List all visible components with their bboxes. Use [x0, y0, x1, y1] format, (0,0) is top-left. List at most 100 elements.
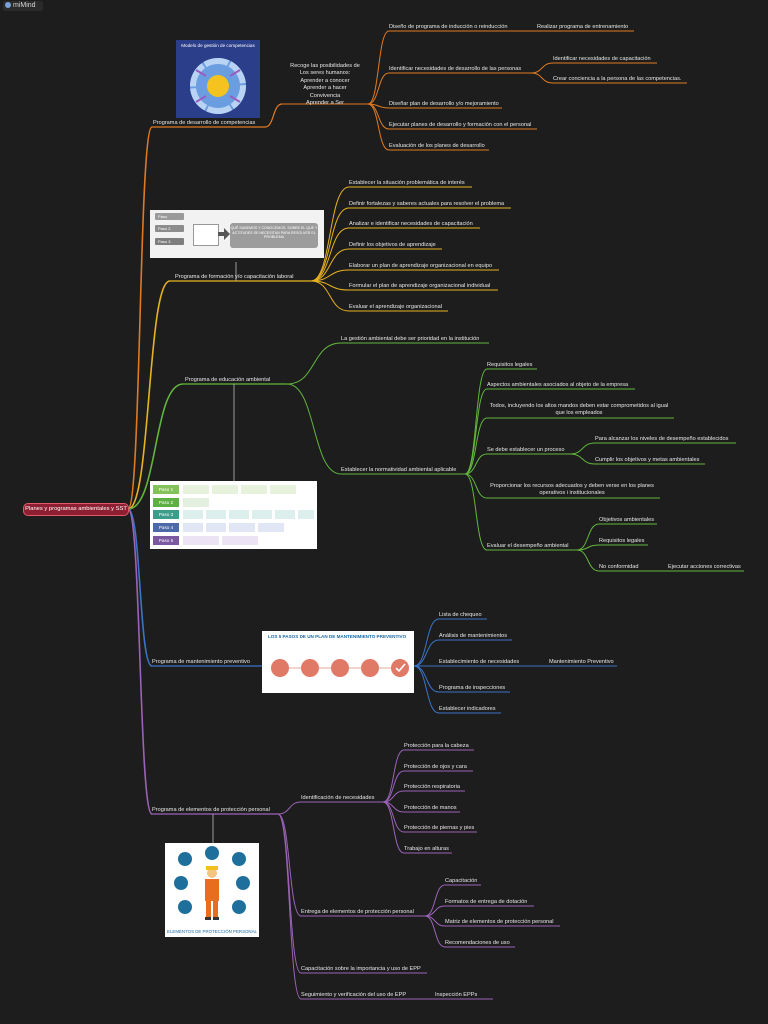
node-programa-inspecciones[interactable]: Programa de inspecciones [439, 685, 506, 691]
competency-model-image[interactable]: Modelo de gestión de competencias [176, 40, 260, 118]
node-conciencia[interactable]: Crear conciencia a la persona de las com… [553, 76, 682, 82]
connector-entrega-0 [424, 884, 446, 917]
connector-formacion-4 [310, 269, 350, 282]
connector-capacitacion-epp [277, 813, 302, 974]
node-necesidades-desarrollo[interactable]: Identificar necesidades de desarrollo de… [389, 66, 522, 72]
connector-capacitacion [530, 62, 554, 74]
competencias-note: Recoge las posibilidades de Los seres hu… [282, 63, 368, 107]
branch-formacion[interactable]: Programa de formación y/o capacitación l… [175, 274, 294, 280]
node-establecimiento-necesidades[interactable]: Establecimiento de necesidades [439, 659, 520, 665]
note-line: Convivencia [309, 92, 341, 99]
node-line: operativos i institucionales [539, 490, 605, 496]
ppe-image[interactable]: ELEMENTOS DE PROTECCIÓN PERSONAL [165, 843, 259, 937]
competency-image-title: Modelo de gestión de competencias [181, 43, 255, 48]
node-formacion-4[interactable]: Definir los objetivos de aprendizaje [349, 242, 436, 248]
node-establecer-indicadores[interactable]: Establecer indicadores [439, 706, 496, 712]
connector-normatividad-0 [464, 368, 488, 475]
node-line: Proporcionar los recursos adecuados y de… [490, 483, 654, 489]
node-mantenimiento-preventivo[interactable]: Mantenimiento Preventivo [549, 659, 614, 665]
env-step-cells [183, 485, 314, 545]
node-entrenamiento[interactable]: Realizar programa de entrenamiento [537, 24, 629, 30]
node-trabajo-alturas[interactable]: Trabajo en alturas [404, 846, 449, 852]
env-step-3: Paso 3 [153, 510, 179, 519]
connector-mantenimiento-0 [413, 618, 440, 667]
node-no-conformidad[interactable]: No conformidad [599, 564, 639, 570]
node-niveles-desempeno[interactable]: Para alcanzar los niveles de desempeño e… [595, 436, 729, 442]
node-induccion[interactable]: Diseño de programa de inducción o reindu… [389, 24, 508, 30]
node-inspeccion-epps[interactable]: Inspección EPPs [435, 992, 478, 998]
connector-formacion-1 [310, 207, 350, 282]
connector-gestion [286, 342, 342, 385]
connector-root-mantenimiento [127, 508, 153, 667]
node-identificacion-necesidades[interactable]: Identificación de necesidades [301, 795, 375, 801]
node-formacion-1[interactable]: Establecer la situación problemática de … [349, 180, 465, 186]
node-ejecutar-planes[interactable]: Ejecutar planes de desarrollo y formació… [389, 122, 532, 128]
node-necesidades-capacitacion[interactable]: Identificar necesidades de capacitación [553, 56, 651, 62]
node-proteccion-cabeza[interactable]: Protección para la cabeza [404, 743, 469, 749]
connector-entrega-3 [424, 915, 446, 948]
mimind-logo-icon [5, 2, 11, 8]
node-proteccion-manos[interactable]: Protección de manos [404, 805, 457, 811]
node-analisis-mantenimientos[interactable]: Análisis de mantenimientos [439, 633, 508, 639]
connector-entrega [277, 813, 302, 917]
node-objetivos-ambientales[interactable]: Objetivos ambientales [599, 517, 655, 523]
node-gestion-ambiental[interactable]: La gestión ambiental debe ser prioridad … [341, 336, 480, 342]
branch-competencias[interactable]: Programa de desarrollo de competencias [153, 120, 256, 126]
maintenance-image-title: LOS 5 PASOS DE UN PLAN DE MANTENIMIENTO … [268, 634, 407, 639]
connector-root-formacion [127, 280, 171, 510]
connector-formacion-6 [310, 280, 350, 312]
competency-wheel-graphic [190, 58, 246, 114]
node-evaluar-desempeno[interactable]: Evaluar el desempeño ambiental [487, 543, 569, 549]
node-requisitos-legales[interactable]: Requisitos legales [487, 362, 533, 368]
node-aspectos-ambientales[interactable]: Aspectos ambientales asociados al objeto… [487, 382, 629, 388]
node-seguimiento-epp[interactable]: Seguimiento y verificación del uso de EP… [301, 992, 407, 998]
node-formacion-6[interactable]: Formular el plan de aprendizaje organiza… [349, 283, 491, 289]
node-recomendaciones-uso[interactable]: Recomendaciones de uso [445, 940, 510, 946]
node-proteccion-respiratoria[interactable]: Protección respiratoria [404, 784, 460, 790]
node-capacitacion[interactable]: Capacitación [445, 878, 478, 884]
node-proteccion-ojos[interactable]: Protección de ojos y cara [404, 764, 467, 770]
connector-normatividad-2 [464, 417, 488, 475]
node-line: Todos, incluyendo los altos mandos deben… [489, 403, 669, 409]
learning-steps-image[interactable]: Paso Paso 2 Paso 3 QUÉ SABEMOS Y CONOCEM… [150, 210, 324, 258]
root-node[interactable]: Planes y programas ambientales y SST [23, 503, 129, 516]
node-lista-chequeo[interactable]: Lista de chequeo [439, 612, 482, 618]
node-formacion-5[interactable]: Elaborar un plan de aprendizaje organiza… [349, 263, 493, 269]
connector-formacion-2 [310, 227, 350, 282]
node-recursos[interactable]: Proporcionar los recursos adecuados y de… [484, 483, 660, 497]
env-step-4: Paso 4 [153, 523, 179, 532]
connector-objetivos [576, 523, 600, 551]
node-requisitos-legales-2[interactable]: Requisitos legales [599, 538, 645, 544]
node-evaluacion-planes[interactable]: Evaluación de los planes de desarrollo [389, 143, 485, 149]
ppe-worker-graphic [174, 846, 250, 920]
node-objetivos-metas[interactable]: Cumplir los objetivos y metas ambientale… [595, 457, 700, 463]
connector-normatividad-3 [464, 453, 488, 475]
connector-conciencia [530, 72, 554, 84]
connector-competencias-1 [367, 72, 390, 105]
ppe-image-title: ELEMENTOS DE PROTECCIÓN PERSONAL [167, 929, 257, 934]
branch-mantenimiento[interactable]: Programa de mantenimiento preventivo [152, 659, 250, 665]
node-matriz-epp[interactable]: Matriz de elementos de protección person… [445, 919, 554, 925]
node-normatividad[interactable]: Establecer la normatividad ambiental apl… [341, 467, 457, 473]
node-proteccion-piernas[interactable]: Protección de piernas y pies [404, 825, 475, 831]
note-line: Aprender a hacer [303, 85, 347, 92]
node-formatos-entrega[interactable]: Formatos de entrega de dotación [445, 899, 528, 905]
node-capacitacion-epp[interactable]: Capacitación sobre la importancia y uso … [301, 966, 421, 972]
connector-normatividad [286, 383, 342, 475]
connector-metas [569, 453, 596, 465]
node-acciones-correctivas[interactable]: Ejecutar acciones correctivas [668, 564, 741, 570]
connector-competencias-4 [367, 103, 390, 151]
maintenance-plan-image[interactable]: LOS 5 PASOS DE UN PLAN DE MANTENIMIENTO … [262, 631, 414, 693]
node-compromiso[interactable]: Todos, incluyendo los altos mandos deben… [484, 403, 674, 417]
node-formacion-2[interactable]: Definir fortalezas y saberes actuales pa… [349, 201, 505, 207]
node-formacion-7[interactable]: Evaluar el aprendizaje organizacional [349, 304, 442, 310]
node-disenar-plan[interactable]: Diseñar plan de desarrollo y/o mejoramie… [389, 101, 499, 107]
environmental-education-steps-image[interactable]: Paso 1 Paso 2 Paso 3 Paso 4 Paso 5 [150, 481, 317, 549]
node-entrega-epp[interactable]: Entrega de elementos de protección perso… [301, 909, 414, 915]
branch-ambiental[interactable]: Programa de educación ambiental [185, 377, 271, 383]
node-establecer-proceso[interactable]: Se debe establecer un proceso [487, 447, 565, 453]
connector-noconf [576, 549, 600, 572]
branch-epp[interactable]: Programa de elementos de protección pers… [152, 807, 270, 813]
node-formacion-3[interactable]: Analizar e identificar necesidades de ca… [349, 221, 473, 227]
